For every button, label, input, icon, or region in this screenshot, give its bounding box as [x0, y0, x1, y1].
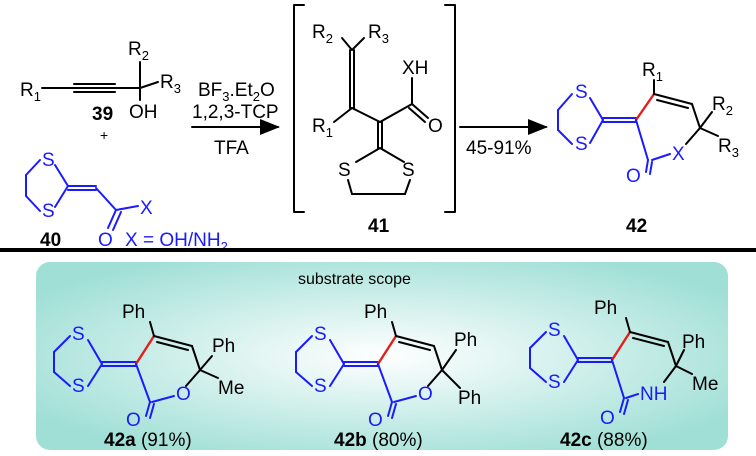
- compound-39-label: 39: [92, 104, 113, 125]
- product-42: S S R1 R2 R3 X O 42: [557, 60, 739, 237]
- r1-label: R1: [312, 116, 333, 140]
- condition-tcp: 1,2,3-TCP: [192, 102, 279, 123]
- phenyl-label: Ph: [594, 298, 617, 319]
- s-label: S: [575, 82, 588, 103]
- scope-item-caption: 42a (91%): [104, 430, 192, 451]
- yield-range: 45-91%: [466, 138, 532, 159]
- s-label: S: [42, 150, 55, 171]
- scope-item-42a: S S Ph Ph Me O O 42a (91%: [53, 302, 244, 451]
- methyl-label: Me: [218, 378, 244, 399]
- oh-label: OH: [129, 102, 158, 123]
- o-label: O: [428, 116, 443, 137]
- phenyl-label: Ph: [212, 336, 235, 357]
- s-label: S: [42, 201, 55, 222]
- x-definition: X = OH/NH2: [125, 230, 228, 254]
- x-label: X: [672, 144, 685, 165]
- r1-label: R1: [20, 80, 41, 104]
- r2-label: R2: [128, 39, 149, 63]
- r3-label: R3: [160, 72, 181, 96]
- o-label: O: [98, 230, 113, 251]
- compound-41-label: 41: [368, 216, 390, 237]
- scope-item-caption: 42b (80%): [334, 430, 423, 451]
- reaction-arrow-2: 45-91%: [459, 119, 548, 159]
- section-divider: [0, 248, 756, 252]
- compound-40: S S X O 40 X = OH/NH2: [25, 150, 228, 254]
- s-label: S: [548, 372, 561, 393]
- scope-item-caption: 42c (88%): [560, 430, 648, 451]
- compound-39: R1 R2 R3 OH 39 +: [20, 39, 181, 143]
- x-label: X: [140, 198, 153, 219]
- o-label: O: [600, 408, 615, 429]
- r2-label: R2: [712, 94, 733, 118]
- nh-label: NH: [640, 384, 667, 405]
- scope-item-42b: S S Ph Ph Ph O O 42b (80%: [295, 302, 481, 451]
- s-label: S: [72, 324, 85, 345]
- s-label: S: [72, 376, 85, 397]
- s-label: S: [314, 324, 327, 345]
- o-label: O: [368, 410, 383, 431]
- xh-label: XH: [402, 58, 428, 79]
- r3-label: R3: [718, 136, 739, 160]
- o-label: O: [626, 166, 641, 187]
- phenyl-label: Ph: [458, 388, 481, 409]
- o-label: O: [176, 384, 191, 405]
- compound-40-label: 40: [40, 230, 61, 251]
- substrate-scope-panel: substrate scope S S Ph Ph Me O: [36, 262, 728, 451]
- compound-42-label: 42: [626, 216, 647, 237]
- s-label: S: [575, 134, 588, 155]
- phenyl-label: Ph: [364, 302, 387, 323]
- s-label: S: [338, 160, 351, 181]
- intermediate-41: R2 R3 R1 XH O S S 41: [293, 4, 456, 237]
- phenyl-label: Ph: [454, 330, 477, 351]
- phenyl-label: Ph: [682, 332, 705, 353]
- r3-label: R3: [368, 22, 389, 46]
- s-label: S: [548, 320, 561, 341]
- scope-title: substrate scope: [298, 271, 411, 288]
- scope-item-42c: S S Ph Ph Me NH O 42c (88: [529, 298, 718, 451]
- s-label: S: [314, 376, 327, 397]
- plus-sign: +: [100, 127, 108, 143]
- o-label: O: [418, 384, 433, 405]
- s-label: S: [402, 160, 415, 181]
- o-label: O: [126, 410, 141, 431]
- condition-bf3: BF3.Et2O: [198, 80, 275, 104]
- methyl-label: Me: [692, 374, 718, 395]
- phenyl-label: Ph: [122, 302, 145, 323]
- condition-tfa: TFA: [214, 138, 249, 159]
- r2-label: R2: [312, 22, 333, 46]
- r1-label: R1: [642, 60, 663, 84]
- reaction-arrow-1: BF3.Et2O 1,2,3-TCP TFA: [191, 80, 280, 159]
